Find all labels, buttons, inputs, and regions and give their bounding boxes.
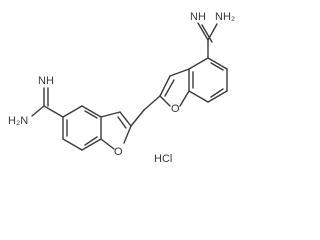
bond	[81, 105, 102, 118]
bond	[143, 95, 161, 111]
amine-nh2-label: NH₂	[215, 11, 235, 23]
bond	[210, 62, 224, 71]
bond	[159, 75, 171, 97]
bond	[84, 110, 98, 119]
bond	[31, 105, 45, 117]
bond	[201, 24, 213, 43]
bond	[169, 68, 190, 77]
bond	[43, 105, 64, 118]
bond	[100, 138, 115, 150]
bond	[207, 90, 228, 103]
imine-nh-label: NH	[190, 11, 206, 23]
bond	[117, 116, 127, 129]
bond	[159, 95, 171, 107]
molecule-diagram: NH NH₂ O NH H₂N O HCl	[8, 11, 235, 165]
bond	[130, 109, 145, 127]
bond	[179, 90, 190, 107]
bond	[119, 111, 132, 127]
salt-hcl-label: HCl	[154, 153, 172, 165]
upper-benzofuran	[159, 22, 228, 107]
bond	[207, 57, 228, 70]
bond	[188, 90, 209, 103]
bond	[81, 138, 102, 151]
lower-benzofuran	[31, 87, 132, 151]
bond	[100, 111, 121, 118]
bond	[197, 22, 209, 41]
furan-oxygen-label: O	[114, 146, 123, 158]
bond	[188, 57, 209, 70]
imine-nh-label: NH	[38, 75, 54, 87]
bond	[62, 105, 83, 118]
furan-oxygen-label: O	[171, 103, 180, 115]
methylene-bridge	[130, 95, 161, 127]
amine-h2n-label: H₂N	[8, 115, 28, 127]
bond	[62, 138, 83, 151]
bond	[164, 79, 175, 97]
bond	[210, 88, 224, 98]
bond	[84, 136, 98, 146]
bond	[123, 125, 132, 144]
